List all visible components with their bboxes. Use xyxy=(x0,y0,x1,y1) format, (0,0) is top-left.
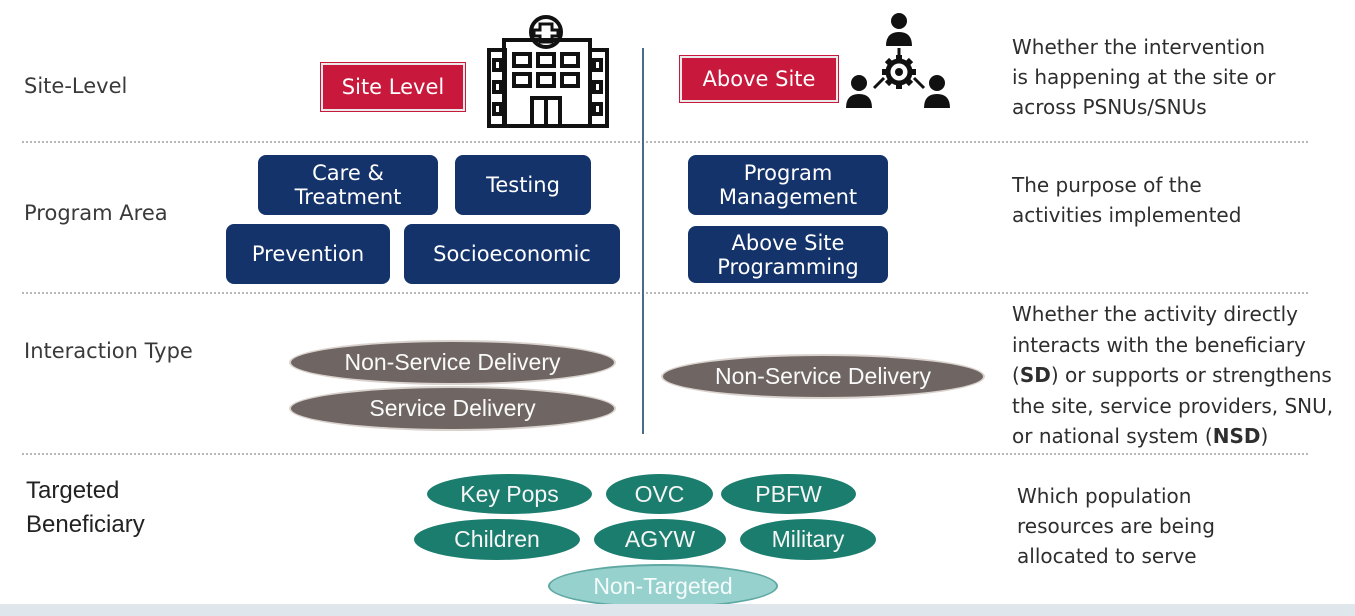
row-label-program-area: Program Area xyxy=(24,201,168,225)
interaction-non-service-delivery-above-site: Non-Service Delivery xyxy=(661,354,985,399)
interaction-label: Non-Service Delivery xyxy=(344,349,561,375)
program-area-care-treatment: Care & Treatment xyxy=(258,155,438,215)
description-interaction-type: Whether the activity directly interacts … xyxy=(1012,299,1333,452)
program-area-prevention: Prevention xyxy=(226,224,390,284)
site-above-site-separator xyxy=(642,48,644,434)
text-fragment: ) or supports or strengthens xyxy=(1050,363,1332,387)
text-fragment: ( xyxy=(1012,363,1020,387)
bottom-edge-bar xyxy=(0,604,1355,616)
description-targeted-beneficiary: Which population resources are being all… xyxy=(1017,481,1215,571)
row-label-targeted-line2: Beneficiary xyxy=(26,511,145,538)
site-level-tag: Site Level xyxy=(321,63,465,111)
interaction-label: Service Delivery xyxy=(369,395,536,421)
beneficiary-label: OVC xyxy=(634,480,685,507)
interaction-non-service-delivery: Non-Service Delivery xyxy=(289,340,616,385)
beneficiary-agyw: AGYW xyxy=(594,519,726,560)
description-line: across PSNUs/SNUs xyxy=(1012,95,1207,119)
people-gear-network-icon xyxy=(846,13,950,108)
description-line: allocated to serve xyxy=(1017,544,1197,568)
description-line: (SD) or supports or strengthens xyxy=(1012,360,1333,391)
description-line: The purpose of the xyxy=(1012,173,1202,197)
beneficiary-ovc: OVC xyxy=(606,474,713,514)
hospital-building-icon xyxy=(487,15,609,128)
row-divider xyxy=(22,453,1308,455)
program-area-testing: Testing xyxy=(455,155,591,215)
row-label-targeted-line1: Targeted xyxy=(26,477,120,504)
description-line: interacts with the beneficiary xyxy=(1012,332,1306,357)
program-area-label: Above Site Programming xyxy=(717,230,859,279)
program-area-label: Testing xyxy=(486,173,560,197)
beneficiary-children: Children xyxy=(414,519,580,560)
sd-abbreviation: SD xyxy=(1019,363,1051,387)
description-line: resources are being xyxy=(1017,514,1215,538)
description-line: Which population xyxy=(1017,484,1192,508)
row-divider xyxy=(22,292,1308,294)
row-label-interaction-type: Interaction Type xyxy=(24,339,193,363)
interaction-label: Non-Service Delivery xyxy=(714,363,931,389)
text-fragment: or national system ( xyxy=(1012,424,1213,448)
beneficiary-label: PBFW xyxy=(755,480,822,507)
description-line: or national system (NSD) xyxy=(1012,421,1333,452)
row-label-site-level: Site-Level xyxy=(24,74,128,98)
beneficiary-label: Key Pops xyxy=(460,480,559,507)
description-line: the site, service providers, SNU, xyxy=(1012,393,1334,418)
above-site-tag-label: Above Site xyxy=(702,67,816,91)
row-label-targeted-beneficiary: Targeted Beneficiary xyxy=(26,474,145,542)
program-area-label: Socioeconomic xyxy=(433,242,591,266)
program-area-program-management: Program Management xyxy=(688,155,888,215)
beneficiary-military: Military xyxy=(740,519,876,560)
beneficiary-label: Military xyxy=(771,526,845,552)
beneficiary-key-pops: Key Pops xyxy=(427,474,592,514)
program-area-label: Care & Treatment xyxy=(294,161,402,209)
beneficiary-label: Children xyxy=(454,526,540,552)
text-fragment: ) xyxy=(1260,424,1269,448)
beneficiary-label: Non-Targeted xyxy=(593,572,733,599)
program-area-label: Program Management xyxy=(718,161,858,209)
site-level-tag-label: Site Level xyxy=(341,75,445,99)
above-site-tag: Above Site xyxy=(680,56,838,102)
description-line: Whether the activity directly xyxy=(1012,302,1298,326)
beneficiary-non-targeted: Non-Targeted xyxy=(548,564,778,608)
description-line: activities implemented xyxy=(1012,203,1242,227)
program-area-label: Prevention xyxy=(251,242,365,266)
description-line: is happening at the site or xyxy=(1012,65,1276,89)
beneficiary-label: AGYW xyxy=(624,526,696,552)
row-divider xyxy=(22,141,1308,143)
beneficiary-pbfw: PBFW xyxy=(721,474,856,514)
program-area-socioeconomic: Socioeconomic xyxy=(404,224,620,284)
program-area-above-site-programming: Above Site Programming xyxy=(688,226,888,283)
nsd-abbreviation: NSD xyxy=(1212,424,1261,448)
description-line: Whether the intervention xyxy=(1012,35,1266,59)
interaction-service-delivery: Service Delivery xyxy=(289,386,616,431)
description-program-area: The purpose of the activities implemente… xyxy=(1012,170,1241,230)
description-site-level: Whether the intervention is happening at… xyxy=(1012,32,1276,122)
